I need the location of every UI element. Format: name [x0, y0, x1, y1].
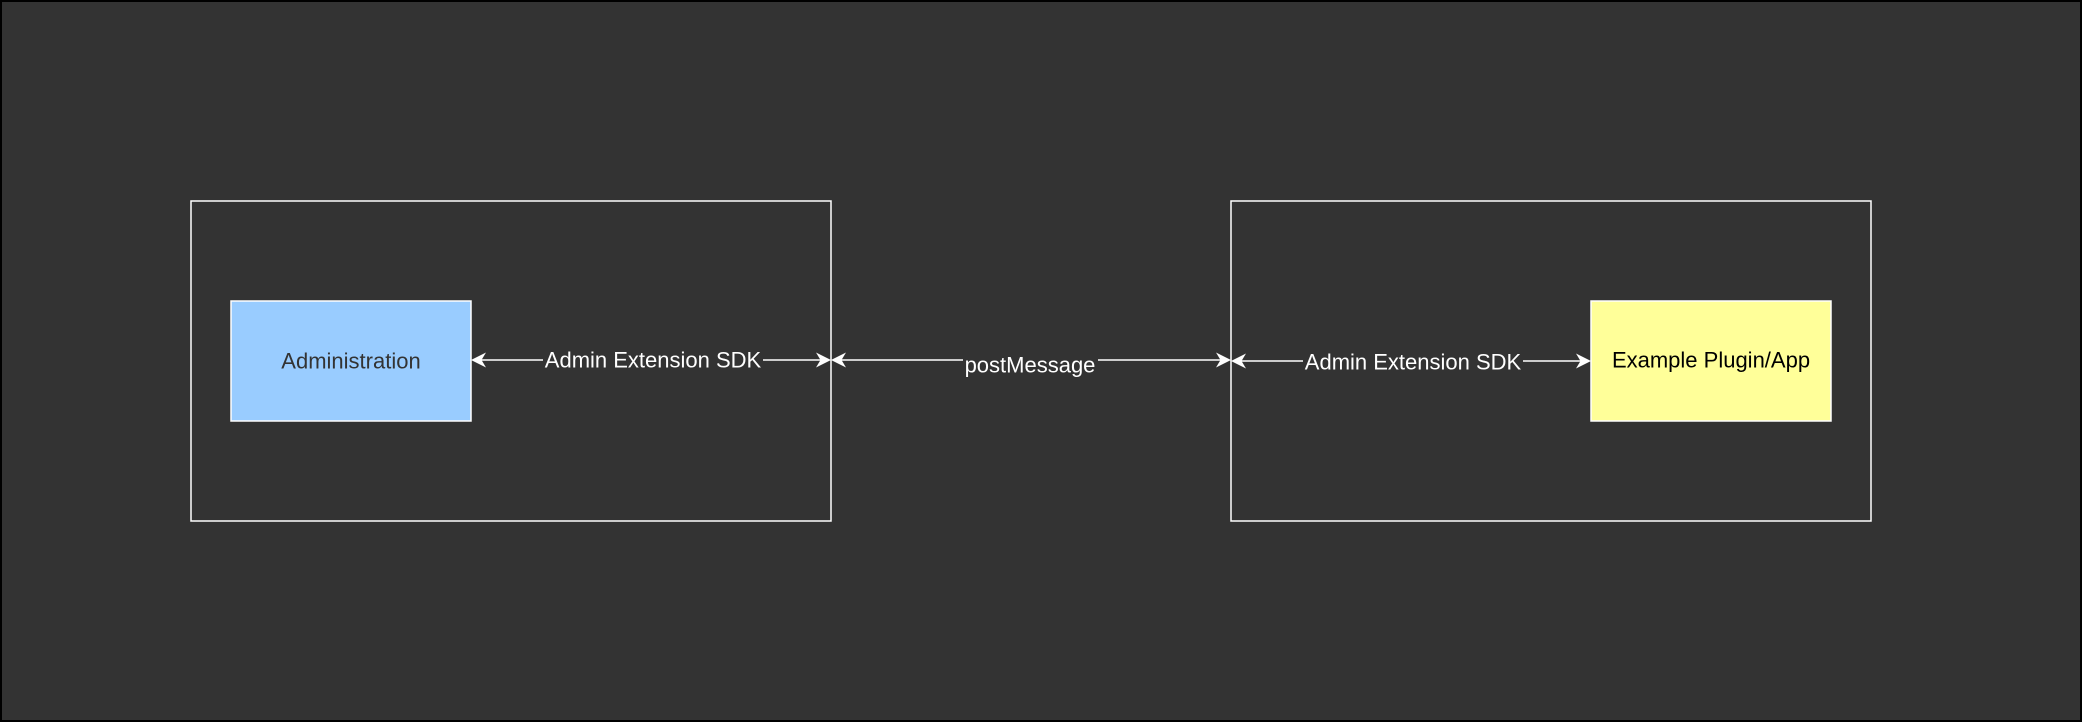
post-message-arrowhead-end-icon: [1216, 352, 1231, 368]
plugin-node[interactable]: Example Plugin/App: [1590, 300, 1832, 422]
left-sdk-label: Admin Extension SDK: [545, 348, 762, 373]
plugin-node-label: Example Plugin/App: [1612, 348, 1810, 373]
right-sdk-connector[interactable]: Admin Extension SDK: [1231, 347, 1591, 375]
post-message-connector[interactable]: postMessage: [831, 352, 1231, 378]
administration-node-label: Administration: [281, 349, 420, 374]
left-sdk-arrowhead-start-icon: [471, 352, 486, 368]
left-sdk-connector[interactable]: Admin Extension SDK: [471, 346, 831, 374]
post-message-arrowhead-start-icon: [831, 352, 846, 368]
right-sdk-label: Admin Extension SDK: [1305, 350, 1522, 375]
right-sdk-label-background: [1303, 347, 1523, 375]
right-sdk-arrowhead-end-icon: [1576, 353, 1591, 369]
post-message-label: postMessage: [965, 353, 1096, 378]
admin-container-frame: [190, 200, 832, 522]
right-sdk-arrowhead-start-icon: [1231, 353, 1246, 369]
left-sdk-label-background: [543, 346, 763, 374]
left-sdk-arrowhead-end-icon: [816, 352, 831, 368]
plugin-node-box: [1590, 300, 1832, 422]
administration-node-box: [230, 300, 472, 422]
administration-node[interactable]: Administration: [230, 300, 472, 422]
post-message-label-background: [963, 352, 1098, 378]
